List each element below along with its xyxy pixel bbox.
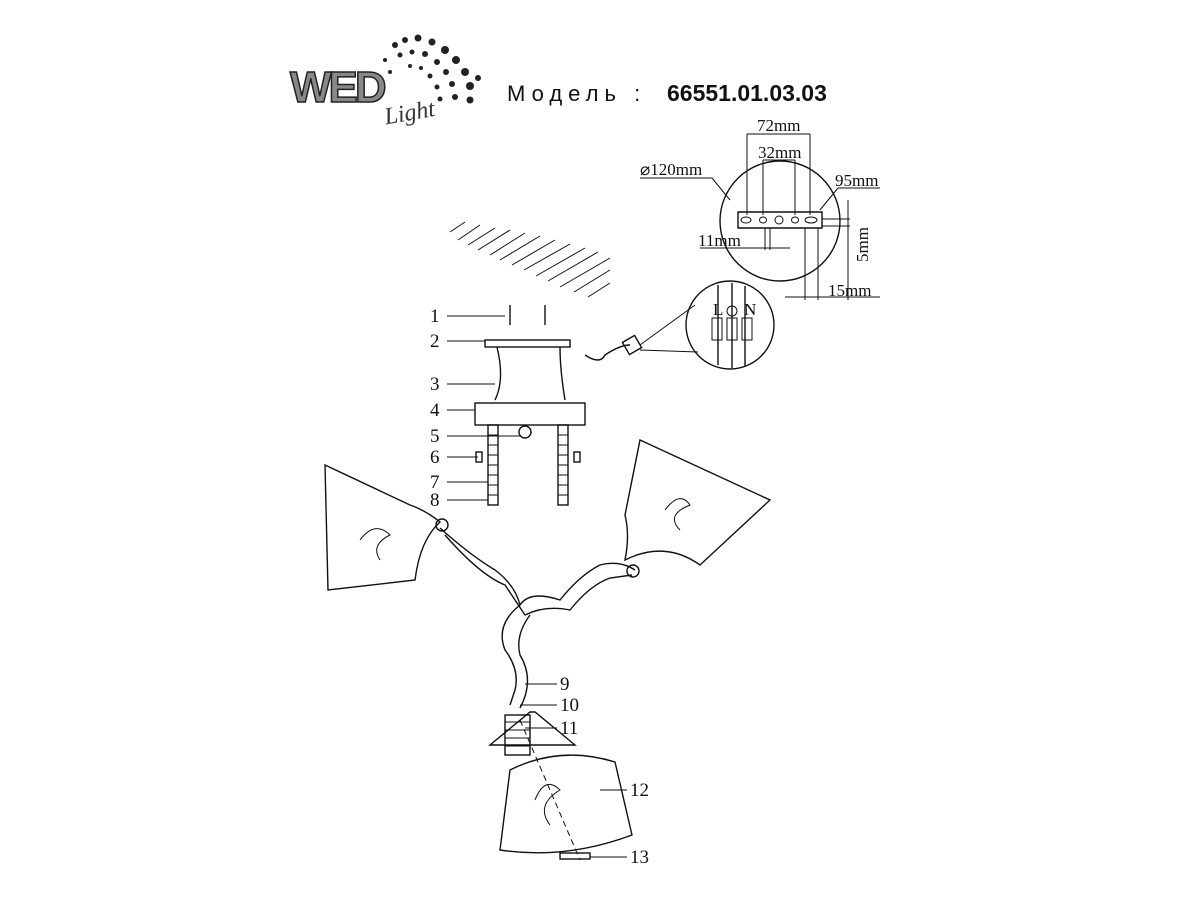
part-label-11: 11 (560, 718, 578, 739)
logo-swirl-icon (383, 34, 481, 104)
part-label-13: 13 (630, 847, 649, 868)
model-number: 66551.01.03.03 (667, 80, 827, 106)
chandelier-body (324, 438, 772, 861)
part-label-10: 10 (560, 695, 579, 716)
logo-subtext: Light (381, 96, 438, 131)
shade-right (624, 438, 772, 566)
terminal-block-detail: L N (621, 280, 775, 370)
shade-left (324, 463, 442, 591)
part-label-9: 9 (560, 674, 570, 695)
dim-15mm: 15mm (828, 281, 871, 300)
model-label: Модель : (507, 81, 646, 106)
live-terminal-label: L (713, 300, 723, 319)
logo-wordmark: WED (290, 63, 385, 112)
part-label-2: 2 (430, 331, 440, 352)
wed-light-logo: WED Light (289, 34, 481, 131)
part-label-5: 5 (430, 426, 440, 447)
dim-32mm: 32mm (758, 143, 801, 162)
ground-icon (726, 305, 738, 317)
part-callouts (447, 315, 627, 858)
dim-11mm: 11mm (698, 231, 741, 250)
shade-bottom (499, 754, 633, 854)
part-label-3: 3 (430, 374, 440, 395)
part-label-4: 4 (430, 400, 440, 421)
part-label-7: 7 (430, 472, 440, 493)
ceiling-hatch (449, 221, 611, 298)
mounting-plate-detail: 72mm 32mm ⌀120mm 95mm 11mm 5mm 15mm (640, 116, 880, 300)
part-label-12: 12 (630, 780, 649, 801)
part-label-1: 1 (430, 306, 440, 327)
dim-95mm: 95mm (835, 171, 878, 190)
dim-72mm: 72mm (757, 116, 800, 135)
canopy-assembly (474, 305, 631, 506)
part-label-8: 8 (430, 490, 440, 511)
part-label-6: 6 (430, 447, 440, 468)
dim-120mm: ⌀120mm (640, 160, 702, 179)
dim-5mm: 5mm (853, 227, 872, 262)
neutral-terminal-label: N (744, 300, 756, 319)
